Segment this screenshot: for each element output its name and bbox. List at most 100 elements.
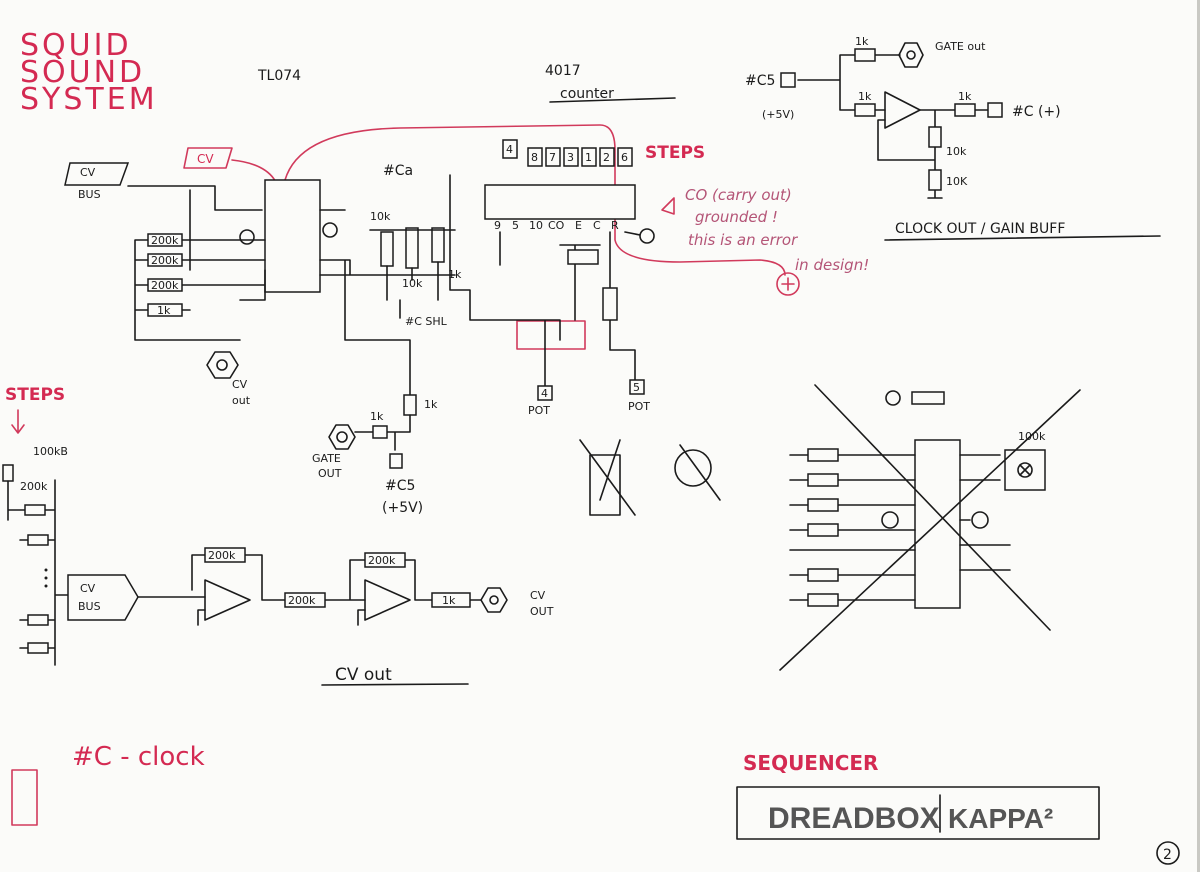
counter-chip-label: 4017 <box>545 63 581 79</box>
svg-text:1k: 1k <box>442 594 456 607</box>
svg-text:grounded !: grounded ! <box>695 208 778 226</box>
svg-text:out: out <box>232 394 251 407</box>
resistor-10k-label-2: 10k <box>402 277 423 290</box>
title-line-2: SOUND <box>20 55 145 90</box>
resistor <box>24 504 46 516</box>
svg-text:CV: CV <box>197 152 214 166</box>
svg-text:#C5: #C5 <box>745 73 775 89</box>
resistor-200k-b: 200k <box>147 253 183 267</box>
counter-label: counter <box>560 86 614 102</box>
sequencer-label: SEQUENCER <box>743 751 878 775</box>
svg-text:6: 6 <box>621 151 628 164</box>
brand-dreadbox: DREADBOX <box>768 802 940 835</box>
svg-text:5: 5 <box>633 381 640 394</box>
svg-text:E: E <box>575 219 582 232</box>
cv-bus-label-2: BUS <box>78 188 101 201</box>
svg-text:(+5V): (+5V) <box>762 108 794 121</box>
svg-text:C: C <box>593 219 601 232</box>
step-pin-boxes: 4 8 7 3 1 2 6 <box>502 139 633 167</box>
svg-text:3: 3 <box>567 151 574 164</box>
svg-text:200k: 200k <box>151 234 179 247</box>
resistor <box>372 425 388 439</box>
gate-out-label-1: GATE <box>312 452 341 465</box>
resistor-1k: 1k <box>147 303 183 317</box>
svg-text:5: 5 <box>512 219 519 232</box>
resistor <box>431 227 445 263</box>
resistor-1k-label: 1k <box>448 268 462 281</box>
svg-text:4: 4 <box>506 143 513 156</box>
steps-left-label: STEPS <box>5 385 65 405</box>
svg-text:CV: CV <box>80 582 96 595</box>
resistor <box>403 394 417 416</box>
resistor-200k-c: 200k <box>147 278 183 292</box>
wire <box>127 185 263 211</box>
cv-out-jack: CV out <box>206 351 251 407</box>
svg-text:1k: 1k <box>958 90 972 103</box>
ellipsis-icon <box>44 568 48 588</box>
svg-text:100k: 100k <box>1018 430 1046 443</box>
minus-supply-icon <box>322 222 338 238</box>
steps-resistor-label: 200k <box>20 480 48 493</box>
svg-text:200k: 200k <box>368 554 396 567</box>
svg-text:#C (+): #C (+) <box>1012 104 1061 120</box>
svg-text:7: 7 <box>549 151 556 164</box>
svg-text:200k: 200k <box>208 549 236 562</box>
svg-text:POT: POT <box>528 404 550 417</box>
clock-symbol <box>11 769 38 826</box>
svg-text:200k: 200k <box>151 254 179 267</box>
tl074-chip <box>264 179 321 293</box>
wires <box>369 229 456 319</box>
svg-text:10: 10 <box>529 219 543 232</box>
resistor-10k-label-1: 10k <box>370 210 391 223</box>
crossed-out-sketch: 100k <box>579 384 1081 671</box>
svg-text:CO (carry out): CO (carry out) <box>685 186 792 204</box>
connector-icon <box>389 453 403 469</box>
pot-icon <box>2 464 14 482</box>
svg-text:GATE out: GATE out <box>935 40 986 53</box>
title-line-3: SYSTEM <box>20 82 158 117</box>
svg-text:in design!: in design! <box>795 256 869 274</box>
pot-100kb-label: 100kB <box>33 445 68 458</box>
svg-text:4: 4 <box>541 387 548 400</box>
resistor-200k-a: 200k <box>147 233 183 247</box>
plus5v-label: (+5V) <box>382 500 423 516</box>
svg-text:9: 9 <box>494 219 501 232</box>
svg-text:BUS: BUS <box>78 600 101 613</box>
page-number: 2 <box>1163 847 1172 863</box>
svg-text:CO: CO <box>548 219 565 232</box>
svg-text:1k: 1k <box>858 90 872 103</box>
underline <box>884 235 1161 241</box>
resistor <box>27 642 49 654</box>
svg-text:10K: 10K <box>946 175 968 188</box>
down-arrow-icon <box>11 409 25 434</box>
plus-supply-icon <box>239 229 255 245</box>
clock-out-circuit: 1k GATE out #C5 (+5V) 1k 1k #C (+) 10k 1… <box>745 35 1061 199</box>
gate-jack-icon <box>328 424 356 450</box>
gate-resistor-label: 1k <box>424 398 438 411</box>
steps-label: STEPS <box>645 143 705 163</box>
gate-out-label-2: OUT <box>318 467 342 480</box>
page-number-circle <box>1156 841 1180 865</box>
plus-supply-icon <box>776 272 800 296</box>
triangle-icon <box>661 197 675 215</box>
diode <box>567 249 599 265</box>
underline <box>549 97 676 103</box>
svg-text:200k: 200k <box>288 594 316 607</box>
svg-text:CV: CV <box>530 589 546 602</box>
resistor <box>405 227 419 269</box>
cv-bus-label-1: CV <box>80 166 96 179</box>
clock-note: #C - clock <box>72 742 205 772</box>
svg-text:1k: 1k <box>855 35 869 48</box>
carry-out-error-note: CO (carry out) grounded ! this is an err… <box>661 186 869 274</box>
brand-box <box>736 786 1100 840</box>
c5-label: #C5 <box>385 478 415 494</box>
svg-text:CV: CV <box>232 378 248 391</box>
resistor <box>380 231 394 267</box>
cv-tag: CV <box>183 147 233 169</box>
